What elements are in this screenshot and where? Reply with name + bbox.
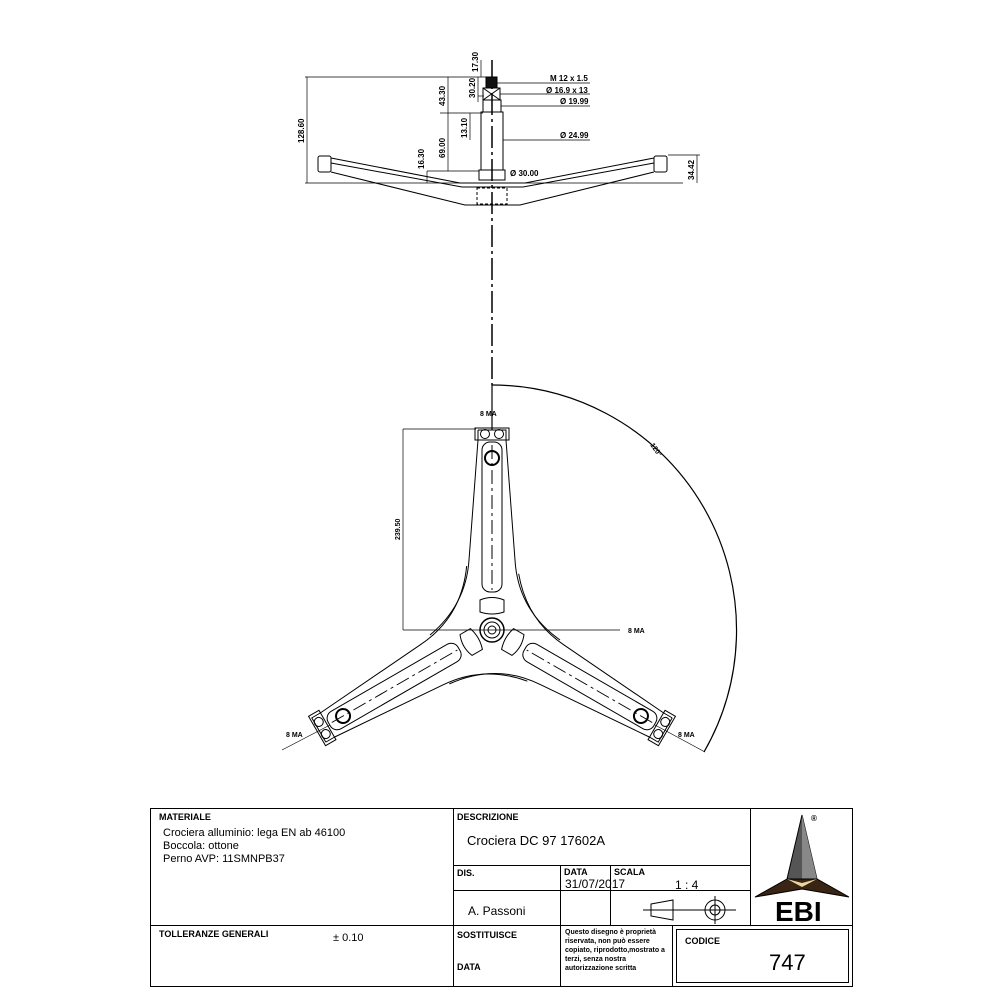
dim-overall-height: 128.60 bbox=[297, 118, 306, 143]
plan-view: 239.50 120° 8 MA 8 MA 8 MA 8 MA bbox=[281, 384, 738, 791]
callout-bush: Ø 16.9 x 13 bbox=[546, 86, 588, 95]
spider-arm-right bbox=[448, 570, 699, 791]
dim-arm-length: 239.50 bbox=[395, 518, 402, 540]
scala-cell: SCALA 1 : 4 bbox=[610, 865, 751, 892]
materiale-cell: MATERIALE Crociera alluminio: lega EN ab… bbox=[150, 808, 454, 926]
codice-value: 747 bbox=[769, 950, 806, 975]
codice-cell: CODICE 747 bbox=[672, 925, 853, 987]
thread-center: 8 MA bbox=[628, 628, 645, 635]
dis-label: DIS. bbox=[457, 868, 475, 878]
hub-dashed bbox=[476, 187, 508, 205]
dis-value-cell: A. Passoni bbox=[453, 890, 561, 926]
dim-69: 69.00 bbox=[438, 137, 447, 158]
registered-mark: ® bbox=[811, 814, 817, 823]
threaded-pin bbox=[485, 76, 498, 89]
callout-30: Ø 30.00 bbox=[510, 169, 539, 178]
dim-43: 43.30 bbox=[438, 85, 447, 106]
copyright-note: Questo disegno è proprietà riservata, no… bbox=[565, 929, 665, 972]
copyright-note-cell: Questo disegno è proprietà riservata, no… bbox=[560, 925, 673, 987]
sostituisce-cell: SOSTITUISCE DATA bbox=[453, 925, 561, 987]
descrizione-label: DESCRIZIONE bbox=[457, 812, 519, 822]
logo-text: EBI bbox=[775, 896, 822, 927]
thread-top: 8 MA bbox=[480, 411, 497, 418]
dim-arm-height: 34.42 bbox=[687, 159, 696, 180]
dim-angle: 120° bbox=[648, 442, 663, 459]
tolleranze-label: TOLLERANZE GENERALI bbox=[159, 929, 269, 939]
angle-arc bbox=[491, 384, 738, 753]
side-view: 128.60 43.30 30.20 17.30 13.10 69.00 16.… bbox=[297, 51, 700, 385]
callout-thread: M 12 x 1.5 bbox=[550, 74, 588, 83]
dis-cell: DIS. bbox=[453, 865, 561, 891]
ebi-logo: EBI ® bbox=[754, 814, 850, 927]
spider-arm-top bbox=[429, 427, 561, 641]
drawing-canvas: 128.60 43.30 30.20 17.30 13.10 69.00 16.… bbox=[281, 51, 738, 791]
sostituisce-label: SOSTITUISCE bbox=[457, 930, 518, 940]
descrizione-value: Crociera DC 97 17602A bbox=[467, 833, 606, 848]
dis-value: A. Passoni bbox=[468, 904, 526, 918]
collar-30 bbox=[478, 169, 506, 181]
dim-13: 13.10 bbox=[460, 117, 469, 138]
tolleranze-cell: TOLLERANZE GENERALI ± 0.10 bbox=[150, 925, 454, 987]
dim-30: 30.20 bbox=[468, 77, 477, 98]
materiale-line-3: Perno AVP: 11SMNPB37 bbox=[163, 853, 285, 865]
tolleranze-value: ± 0.10 bbox=[333, 932, 364, 944]
descrizione-cell: DESCRIZIONE Crociera DC 97 17602A bbox=[453, 808, 751, 866]
first-angle-projection-icon bbox=[643, 896, 736, 924]
spider-arm-left bbox=[282, 565, 533, 786]
dim-16: 16.30 bbox=[417, 148, 426, 169]
sostituisce-data-label: DATA bbox=[457, 962, 481, 972]
empty-cell bbox=[560, 890, 611, 926]
scala-label: SCALA bbox=[614, 867, 645, 877]
thread-right: 8 MA bbox=[678, 732, 695, 739]
data-cell: DATA 31/07/2017 bbox=[560, 865, 625, 891]
thread-left: 8 MA bbox=[286, 732, 303, 739]
scala-value: 1 : 4 bbox=[675, 878, 699, 892]
codice-label: CODICE bbox=[685, 936, 721, 946]
projection-symbol-cell bbox=[610, 890, 751, 926]
materiale-label: MATERIALE bbox=[159, 812, 211, 822]
materiale-line-2: Boccola: ottone bbox=[163, 840, 239, 852]
callout-24: Ø 24.99 bbox=[560, 131, 589, 140]
callout-19: Ø 19.99 bbox=[560, 97, 589, 106]
dim-17: 17.30 bbox=[471, 51, 480, 72]
logo-cell: EBI ® bbox=[750, 808, 853, 927]
materiale-line-1: Crociera alluminio: lega EN ab 46100 bbox=[163, 827, 346, 839]
data-label: DATA bbox=[564, 867, 588, 877]
